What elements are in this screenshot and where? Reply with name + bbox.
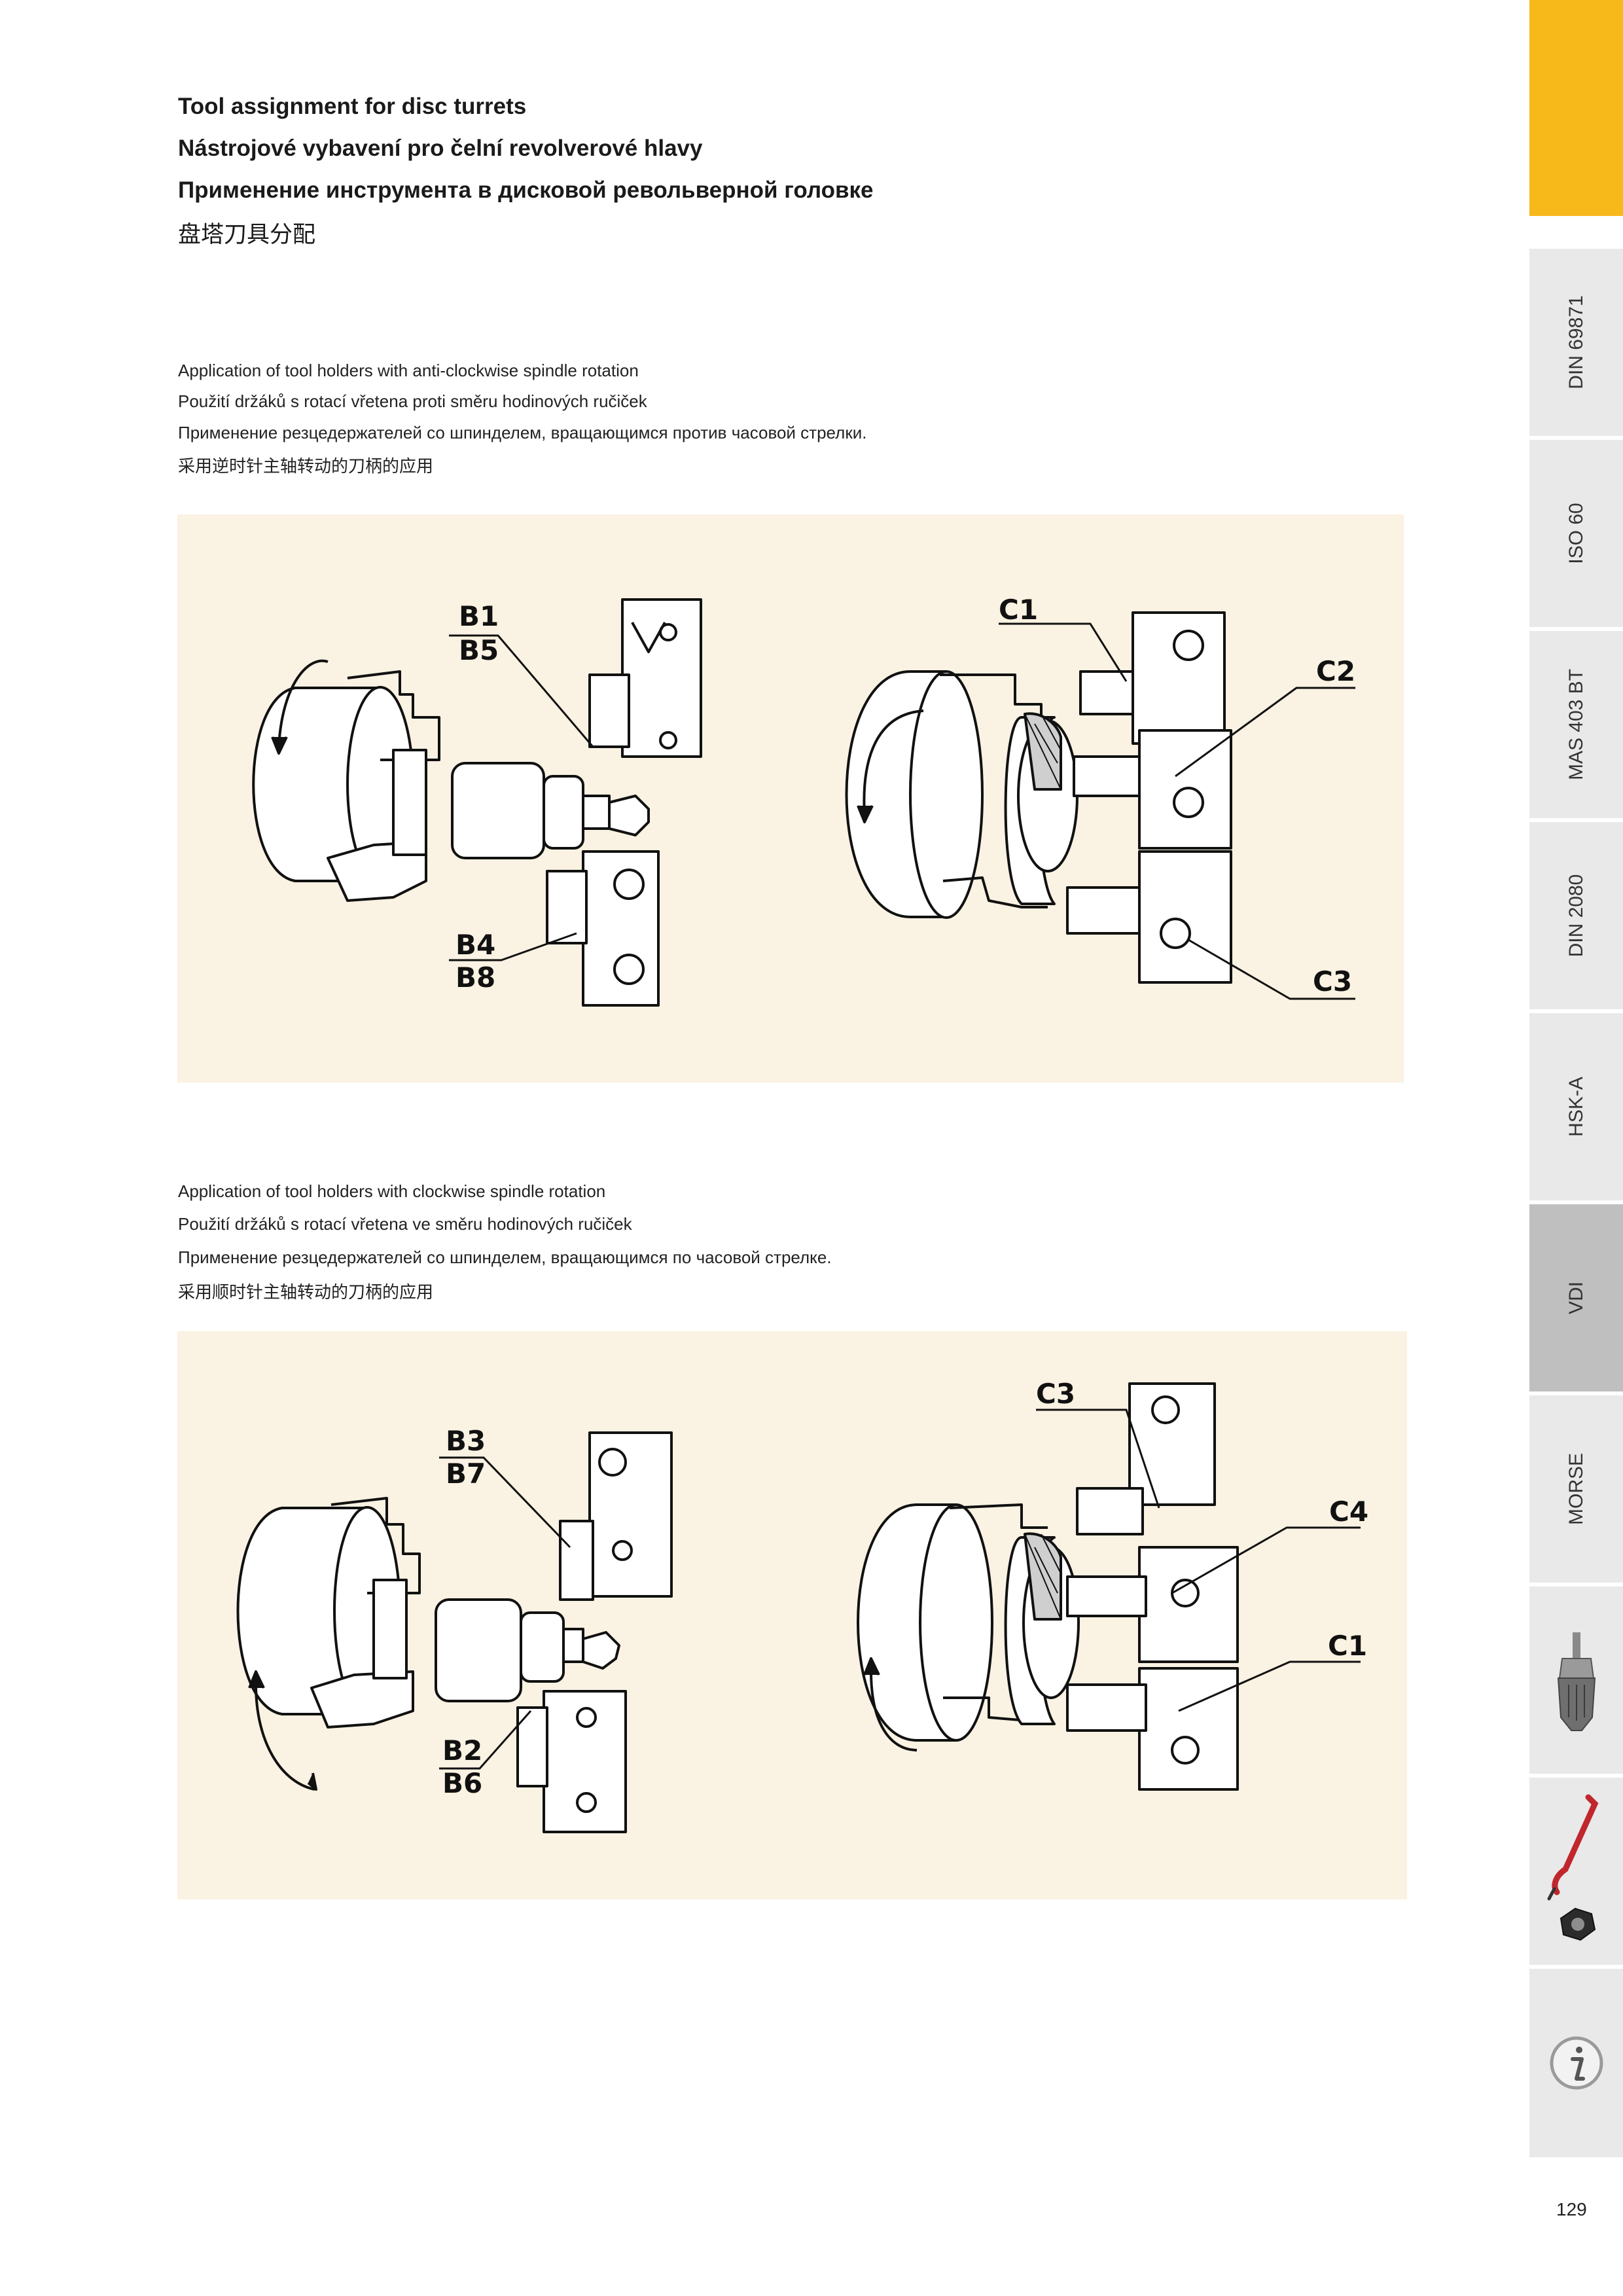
tab-hsk-a[interactable]: HSK-A (1529, 1009, 1623, 1200)
tab-vdi[interactable]: VDI (1529, 1200, 1623, 1391)
tab-iso-60-label: ISO 60 (1565, 503, 1587, 564)
cw-diagram: B3 B7 B2 B6 C3 C4 C1 (236, 1378, 1368, 1833)
ccw-left-knurl (1024, 713, 1061, 790)
ccw-diagram: B1 B5 B4 B8 C1 C2 C3 (252, 594, 1355, 1007)
tab-mas-403-bt-label: MAS 403 BT (1565, 668, 1587, 781)
tab-drill-chuck[interactable] (1529, 1583, 1623, 1774)
title-zh: 盘塔刀具分配 (178, 222, 316, 247)
ccw-right-assembly (845, 611, 1232, 984)
label-b8: B8 (455, 961, 495, 994)
title-ru: Применение инструмента в дисковой револь… (178, 177, 874, 203)
title-cz: Nástrojové vybavení pro čelní revolverov… (178, 135, 703, 161)
tab-vdi-label: VDI (1565, 1281, 1587, 1315)
cw-caption-cz: Použití držáků s rotací vřetena ve směru… (178, 1214, 632, 1234)
cw-caption-en: Application of tool holders with clockwi… (178, 1181, 606, 1201)
info-icon (1550, 2036, 1603, 2090)
ccw-left-assembly (252, 598, 702, 1007)
section-sidebar: DIN 69871 ISO 60 MAS 403 BT DIN 2080 HSK… (1529, 0, 1623, 2157)
cw-left-rotation-arrow (255, 1684, 315, 1791)
ccw-caption-en: Application of tool holders with anti-cl… (178, 361, 639, 380)
drill-chuck-icon (1557, 1632, 1596, 1731)
label-b5: B5 (459, 634, 499, 666)
ccw-caption-zh: 采用逆时针主轴转动的刀柄的应用 (178, 456, 434, 476)
tab-wrench-nut[interactable] (1529, 1774, 1623, 1965)
label-b7: B7 (446, 1458, 486, 1490)
tab-info[interactable] (1529, 1965, 1623, 2157)
label-b3: B3 (446, 1425, 486, 1457)
cw-right-knurl (1024, 1534, 1061, 1620)
label-c3: C3 (1036, 1378, 1075, 1410)
tab-din-69871[interactable]: DIN 69871 (1529, 245, 1623, 436)
ccw-diagram-panel: B1 B5 B4 B8 C1 C2 C3 (177, 514, 1404, 1083)
cw-left-assembly (236, 1431, 673, 1833)
tab-din-2080-label: DIN 2080 (1565, 874, 1587, 958)
sidebar-accent-block (1529, 0, 1623, 216)
tab-din-69871-label: DIN 69871 (1565, 295, 1587, 389)
wrench-nut-icon (1547, 1794, 1599, 1941)
tab-hsk-a-label: HSK-A (1565, 1077, 1587, 1137)
cw-diagram-panel: B3 B7 B2 B6 C3 C4 C1 (177, 1331, 1407, 1899)
tab-iso-60[interactable]: ISO 60 (1529, 436, 1623, 627)
tab-mas-403-bt[interactable]: MAS 403 BT (1529, 627, 1623, 818)
page-number: 129 (1556, 2199, 1587, 2219)
tab-morse[interactable]: MORSE (1529, 1391, 1623, 1583)
tab-din-2080[interactable]: DIN 2080 (1529, 818, 1623, 1009)
label-b4: B4 (455, 929, 495, 961)
label-b1: B1 (459, 600, 499, 632)
label-c1: C1 (1328, 1630, 1367, 1662)
cw-caption-ru: Применение резцедержателей со шпинделем,… (178, 1247, 832, 1267)
ccw-caption-cz: Použití držáků s rotací vřetena proti sm… (178, 391, 647, 411)
label-b2: B2 (442, 1734, 482, 1767)
ccw-left-rotation-arrow (277, 659, 329, 747)
cw-caption-zh: 采用顺时针主轴转动的刀柄的应用 (178, 1282, 434, 1302)
tab-morse-label: MORSE (1565, 1452, 1587, 1526)
ccw-caption-ru: Применение резцедержателей со шпинделем,… (178, 423, 867, 442)
label-c1: C1 (999, 594, 1038, 626)
title-en: Tool assignment for disc turrets (178, 94, 527, 119)
ccw-right-rotation-arrow (863, 709, 924, 816)
label-c2: C2 (1316, 655, 1355, 687)
cw-right-assembly (857, 1382, 1239, 1791)
cw-right-rotation-arrow (870, 1671, 918, 1751)
label-c4: C4 (1329, 1496, 1368, 1528)
label-b6: B6 (442, 1767, 482, 1799)
label-c3: C3 (1313, 965, 1352, 997)
